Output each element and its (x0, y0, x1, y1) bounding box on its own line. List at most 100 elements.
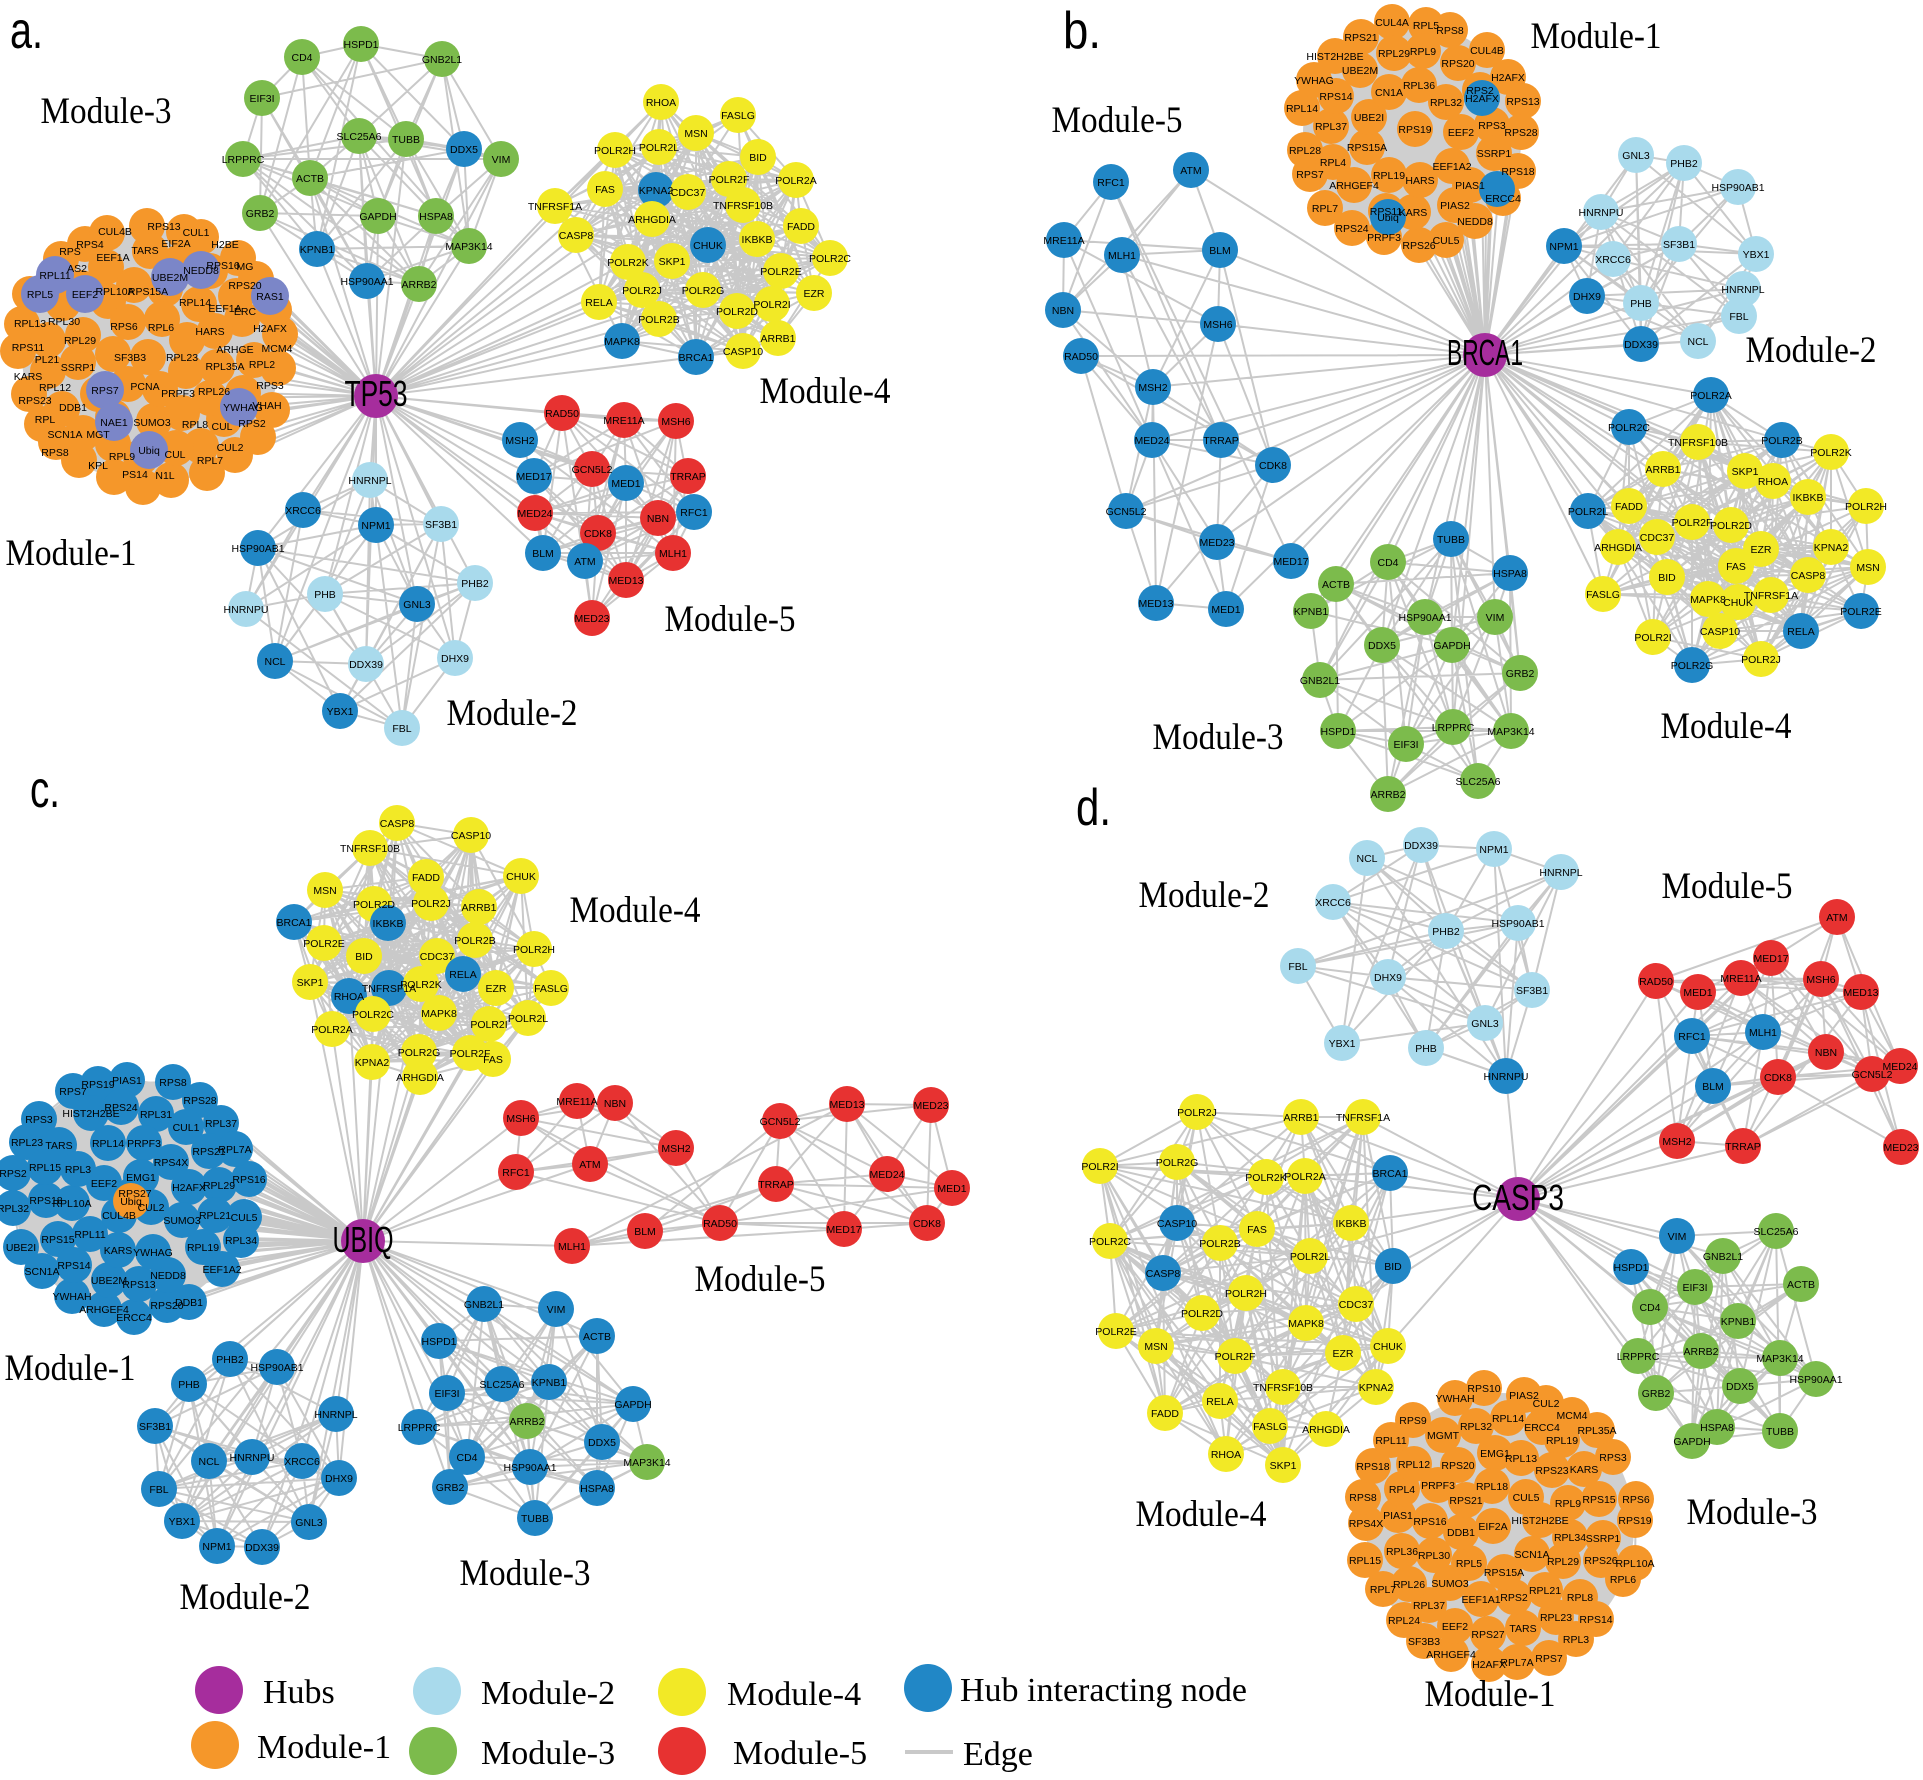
svg-text:PIAS1: PIAS1 (1455, 180, 1485, 192)
svg-text:GRB2: GRB2 (246, 208, 275, 220)
svg-text:RPS28: RPS28 (1504, 127, 1537, 139)
svg-text:Module-4: Module-4 (1136, 1494, 1267, 1535)
svg-text:FBL: FBL (392, 723, 411, 735)
svg-text:KPNB1: KPNB1 (300, 244, 335, 256)
svg-text:POLR2D: POLR2D (716, 306, 758, 318)
svg-text:Module-3: Module-3 (1687, 1492, 1818, 1533)
svg-text:Module-4: Module-4 (760, 371, 891, 412)
svg-text:FADD: FADD (1151, 1408, 1179, 1420)
svg-text:IKBKB: IKBKB (1793, 492, 1824, 504)
svg-text:MED23: MED23 (574, 613, 609, 625)
svg-text:RPL35A: RPL35A (205, 361, 244, 373)
svg-text:ATM: ATM (579, 1159, 600, 1171)
svg-text:BRCA1: BRCA1 (678, 352, 713, 364)
svg-text:Module-2: Module-2 (481, 1675, 615, 1712)
svg-text:VIM: VIM (547, 1304, 566, 1316)
svg-text:POLR2L: POLR2L (508, 1013, 548, 1025)
svg-text:POLR2C: POLR2C (352, 1009, 394, 1021)
svg-text:RPL11: RPL11 (1375, 1435, 1406, 1447)
svg-text:Module-5: Module-5 (695, 1259, 826, 1300)
svg-text:RPL14: RPL14 (179, 297, 211, 309)
svg-text:NCL: NCL (1687, 336, 1708, 348)
svg-text:RPL10A: RPL10A (52, 1198, 91, 1210)
svg-text:MSH6: MSH6 (661, 416, 690, 428)
svg-text:RPL3: RPL3 (1563, 1634, 1589, 1646)
svg-text:Ubiq: Ubiq (138, 445, 160, 457)
svg-text:ARHGDIA: ARHGDIA (628, 214, 676, 226)
svg-text:NPM1: NPM1 (1549, 241, 1578, 253)
svg-text:GAPDH: GAPDH (359, 211, 396, 223)
svg-text:RHOA: RHOA (334, 991, 364, 1003)
svg-text:GRB2: GRB2 (1642, 1388, 1671, 1400)
svg-text:PHB: PHB (1415, 1043, 1437, 1055)
svg-text:RPS15A: RPS15A (1484, 1567, 1524, 1579)
svg-text:EEF1A2: EEF1A2 (202, 1264, 241, 1276)
svg-text:PHB: PHB (178, 1379, 200, 1391)
svg-text:MSH2: MSH2 (661, 1143, 690, 1155)
svg-text:EEF2: EEF2 (1442, 1621, 1468, 1633)
svg-text:TRRAP: TRRAP (670, 471, 706, 483)
svg-text:VHAH: VHAH (252, 400, 281, 412)
svg-text:PRPF3: PRPF3 (161, 388, 195, 400)
svg-text:H2AFX: H2AFX (1465, 93, 1499, 105)
svg-text:POLR2A: POLR2A (311, 1024, 352, 1036)
svg-text:RPL7A: RPL7A (1500, 1657, 1533, 1669)
svg-text:RPL29: RPL29 (1378, 48, 1410, 60)
svg-text:HNRNPL: HNRNPL (1539, 867, 1582, 879)
svg-text:IKBKB: IKBKB (1336, 1218, 1367, 1230)
svg-text:ARRB2: ARRB2 (1683, 1346, 1718, 1358)
svg-text:Ubiq: Ubiq (1377, 212, 1399, 224)
svg-text:EEF1A: EEF1A (208, 303, 241, 315)
svg-text:DHX9: DHX9 (441, 653, 469, 665)
svg-text:RPL26: RPL26 (198, 386, 230, 398)
svg-text:a.: a. (10, 2, 43, 60)
svg-text:YBX1: YBX1 (1743, 249, 1770, 261)
svg-text:Module-2: Module-2 (447, 693, 578, 734)
svg-text:BID: BID (1658, 572, 1676, 584)
svg-text:RFC1: RFC1 (502, 1167, 530, 1179)
svg-text:RPS15: RPS15 (1582, 1494, 1615, 1506)
svg-text:SLC25A6: SLC25A6 (1754, 1226, 1799, 1238)
svg-text:POLR2H: POLR2H (1225, 1288, 1267, 1300)
svg-text:HSPD1: HSPD1 (1320, 726, 1355, 738)
svg-text:POLR2E: POLR2E (1095, 1326, 1136, 1338)
svg-text:EZR: EZR (486, 983, 507, 995)
svg-text:FASLG: FASLG (721, 110, 755, 122)
svg-text:RPS3: RPS3 (25, 1114, 53, 1126)
svg-text:GAPDH: GAPDH (1433, 640, 1470, 652)
svg-text:GRB2: GRB2 (436, 1482, 465, 1494)
svg-text:FAS: FAS (595, 184, 615, 196)
svg-text:EIF3I: EIF3I (1682, 1282, 1707, 1294)
svg-text:RPS20: RPS20 (150, 1300, 183, 1312)
svg-text:RPL11: RPL11 (39, 270, 70, 282)
svg-text:MAP3K14: MAP3K14 (623, 1457, 670, 1469)
svg-text:EMG1: EMG1 (1480, 1448, 1510, 1460)
svg-text:RELA: RELA (585, 297, 612, 309)
svg-text:MCM4: MCM4 (1557, 1410, 1588, 1422)
svg-text:ARRB2: ARRB2 (1370, 789, 1405, 801)
svg-text:RPL10A: RPL10A (1615, 1558, 1654, 1570)
svg-text:EZR: EZR (1333, 1348, 1354, 1360)
svg-text:RPS18: RPS18 (29, 1195, 62, 1207)
svg-text:RPL8: RPL8 (1567, 1592, 1593, 1604)
svg-text:TUBB: TUBB (1766, 1426, 1794, 1438)
svg-text:POLR2H: POLR2H (594, 145, 636, 157)
svg-text:NCL: NCL (264, 656, 285, 668)
svg-text:PRPF3: PRPF3 (1421, 1480, 1455, 1492)
svg-text:HIST2H2BE: HIST2H2BE (62, 1108, 119, 1120)
svg-text:CDC37: CDC37 (1339, 1299, 1374, 1311)
svg-text:RPS16: RPS16 (232, 1174, 265, 1186)
svg-text:DHX9: DHX9 (325, 1473, 353, 1485)
svg-text:ARRB1: ARRB1 (1283, 1112, 1318, 1124)
svg-text:XRCC6: XRCC6 (1595, 254, 1631, 266)
svg-text:Module-3: Module-3 (41, 91, 172, 132)
svg-text:POLR2D: POLR2D (1181, 1308, 1223, 1320)
svg-text:RELA: RELA (1787, 626, 1814, 638)
svg-text:MCM4: MCM4 (262, 343, 293, 355)
svg-text:PS14: PS14 (122, 469, 148, 481)
svg-text:Module-5: Module-5 (1662, 866, 1793, 907)
svg-text:RPL13: RPL13 (14, 318, 46, 330)
svg-text:GNB2L1: GNB2L1 (1300, 675, 1340, 687)
svg-text:TNFRSF10B: TNFRSF10B (713, 200, 773, 212)
svg-text:RPS11: RPS11 (12, 342, 45, 354)
